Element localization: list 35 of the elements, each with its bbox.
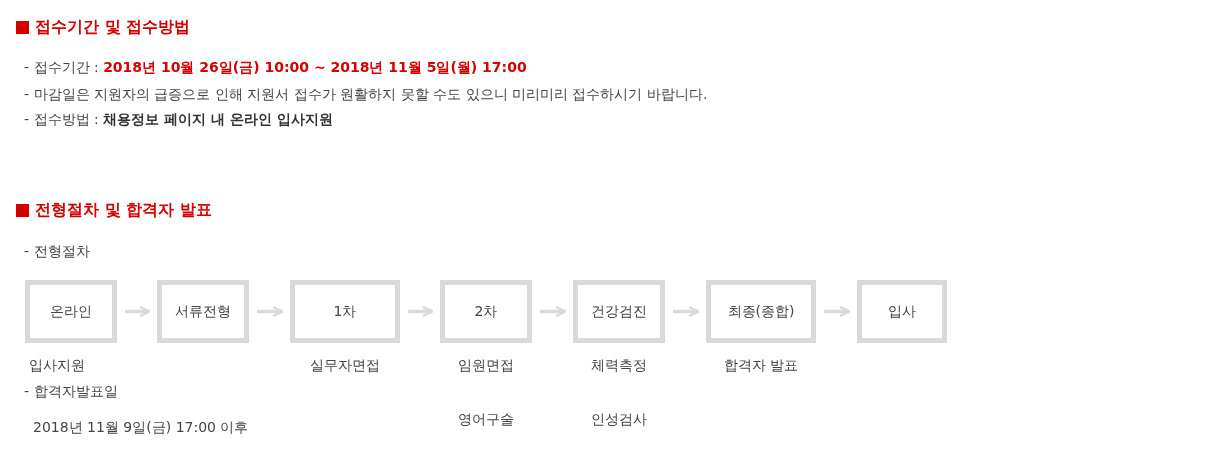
process-box — [857, 280, 947, 343]
arrow — [125, 305, 151, 318]
method-text: - 접수방법 : 채용정보 페이지 내 온라인 입사지원 — [24, 110, 333, 128]
step-label: 온라인 — [50, 302, 92, 321]
process-box — [706, 280, 816, 343]
step-detail: 합격자 발표 — [723, 357, 799, 375]
section-heading: 전형절차 및 합격자 발표 — [35, 201, 212, 219]
arrow — [824, 305, 851, 318]
process-box — [440, 280, 532, 343]
step-detail: 임원면접 — [458, 357, 514, 375]
section-heading: 접수기간 및 접수방법 — [35, 18, 191, 36]
step-label: 2차 — [474, 302, 498, 321]
arrow — [540, 305, 567, 318]
step-label: 1차 — [333, 302, 357, 321]
subheading: - 합격자발표일 — [24, 382, 118, 400]
process-box — [573, 280, 665, 343]
step-detail: 실무자면접 — [310, 357, 380, 375]
step-detail: 입사지원 — [29, 357, 85, 375]
step-label: 입사 — [888, 302, 916, 321]
step-label: 서류전형 — [175, 302, 231, 321]
deadline-text: - 접수기간 : 2018년 10월 26일(금) 10:00 ~ 2018년 11월 5일(월) 17:00 — [24, 58, 527, 76]
step-label: 건강검진 — [591, 302, 647, 321]
step-detail: 체력측정 — [591, 357, 647, 375]
notice-text: - 마감일은 지원자의 급증으로 인해 지원서 접수가 원활하지 못할 수도 있으니 미리미리 접수하시기 바랍니다. — [24, 85, 708, 103]
arrow — [408, 305, 434, 318]
process-box — [25, 280, 117, 343]
step-detail: 영어구술 — [458, 411, 514, 429]
arrow — [673, 305, 700, 318]
step-label: 최종(종합) — [727, 302, 795, 321]
announcement-date: 2018년 11월 9일(금) 17:00 이후 — [33, 418, 249, 436]
process-box — [290, 280, 400, 343]
step-detail: 인성검사 — [591, 411, 647, 429]
arrow — [257, 305, 284, 318]
process-box — [157, 280, 249, 343]
subheading: - 전형절차 — [24, 242, 90, 260]
